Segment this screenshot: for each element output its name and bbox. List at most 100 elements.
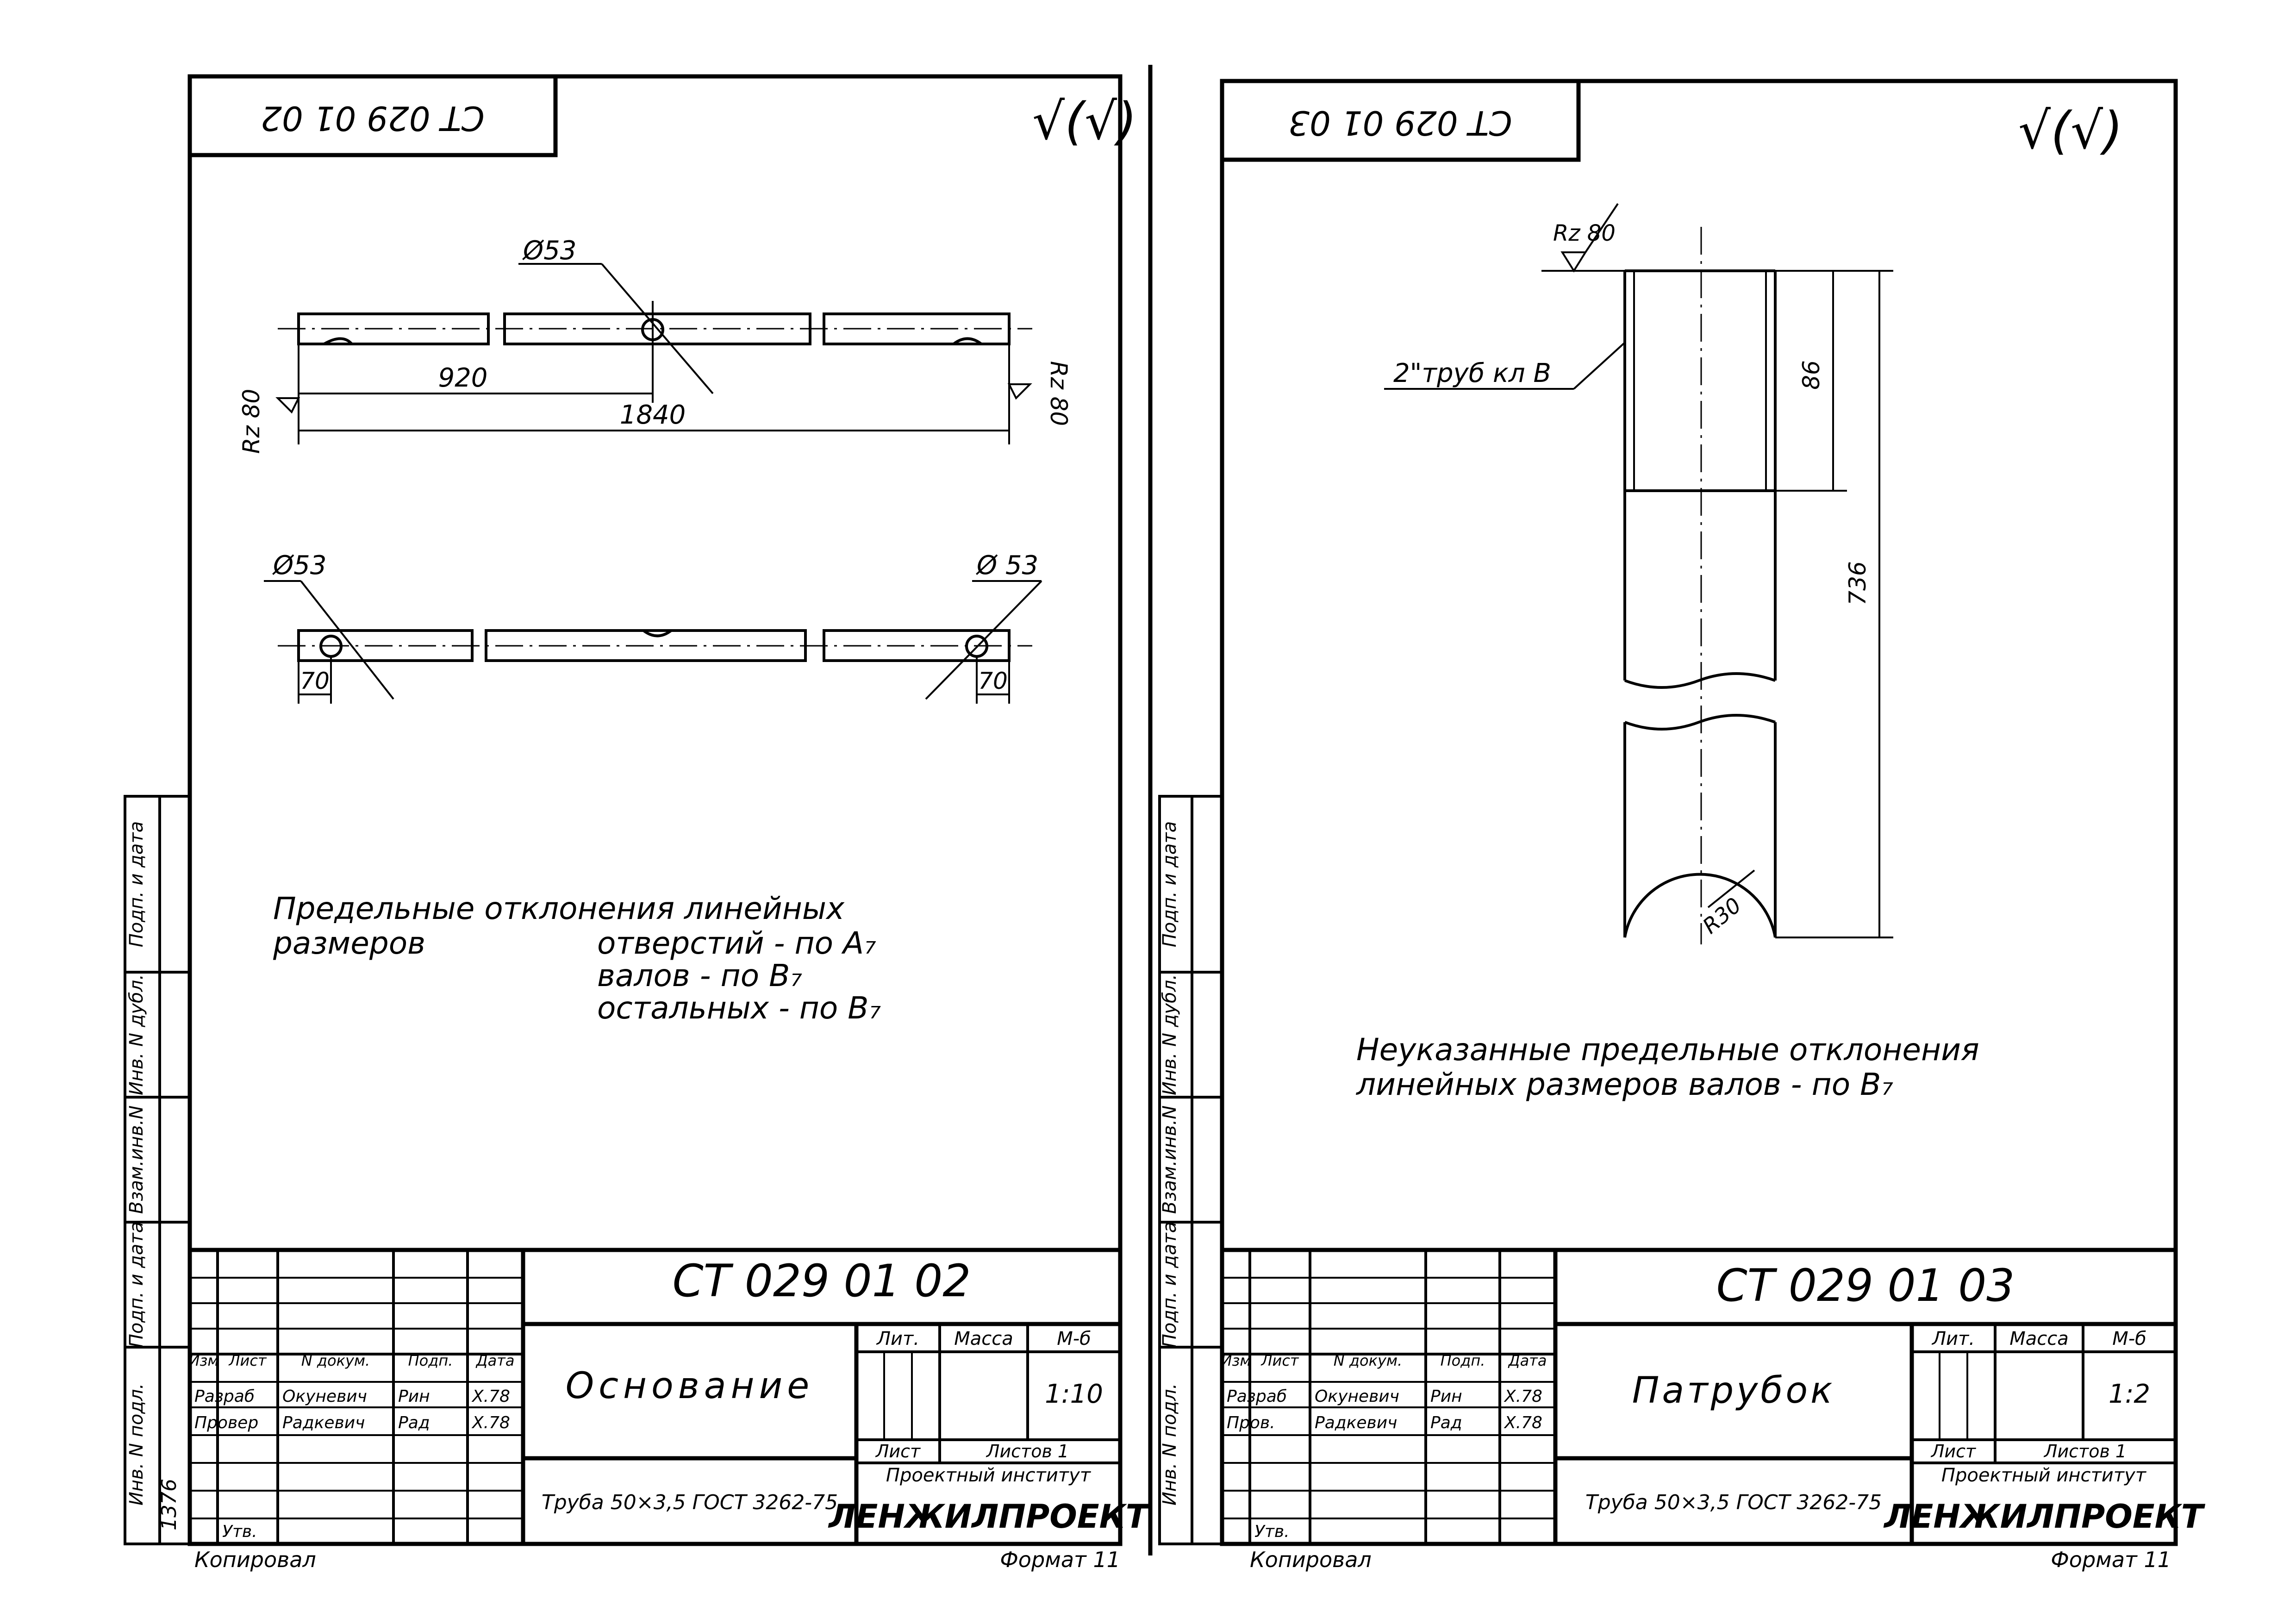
left-stamp-box: [187, 74, 558, 157]
tb-hdr-izm: Изм: [188, 1352, 218, 1369]
r-tb-sheets-label: Листов 1: [2043, 1441, 2127, 1462]
r-tb-sheet-label: Лист: [1930, 1441, 1977, 1462]
rough-left-mark: [275, 397, 300, 414]
r-tb-hdr-izm: Изм: [1221, 1352, 1251, 1369]
r-tb-hdr-date: Дата: [1508, 1352, 1547, 1369]
tb-row2-sign: Рад: [398, 1413, 430, 1432]
r-tb-designation: CT 029 01 03: [1716, 1260, 2015, 1312]
dim-half-length: 920: [438, 363, 488, 393]
tb-sheet-label: Лист: [875, 1441, 921, 1462]
right-footer-copied: Копировал: [1250, 1547, 1372, 1572]
r-tb-row-utv: Утв.: [1254, 1522, 1290, 1541]
right-note-line-1: Неуказанные предельные отклонения: [1356, 1032, 1979, 1068]
rough-top-tail: [1585, 203, 1619, 253]
tb-institute-label: Проектный институт: [886, 1465, 1092, 1486]
dim-offset-left: 70: [300, 668, 330, 694]
left-roughness-general: √(√): [1032, 92, 1137, 151]
rough-top-mark: [1560, 251, 1587, 273]
right-stamp-box: [1220, 79, 1581, 162]
dim-pipe-callout: 2"труб кл В: [1393, 358, 1551, 388]
r-side-label-1: Инв. N подл.: [1159, 1383, 1180, 1505]
tb-sheets-label: Листов 1: [986, 1441, 1069, 1462]
right-title-block: Изм Лист N докум. Подп. Дата Разраб Окун…: [1220, 1248, 2206, 1546]
note-line-4: валов - по В₇: [597, 958, 802, 993]
tb-hdr-date: Дата: [475, 1352, 515, 1369]
rod-top-seg3: [823, 312, 1011, 345]
dim-hole-right: Ø 53: [976, 550, 1038, 581]
tb-row2-date: X.78: [471, 1413, 510, 1432]
rough-right-mark: [1007, 383, 1032, 400]
left-rod-top: Ø53 920 1840 Rz 80 Rz 80: [238, 236, 1072, 454]
dim-full-length: 1840: [620, 400, 686, 430]
tb-hdr-doc: N докум.: [301, 1352, 370, 1369]
tb-lit-label: Лит.: [876, 1328, 919, 1349]
tb-row-utv: Утв.: [222, 1522, 257, 1541]
note-line-3: отверстий - по А₇: [597, 925, 876, 961]
r-tb-row2-role: Пров.: [1227, 1413, 1275, 1432]
r-tb-row2-date: X.78: [1504, 1413, 1542, 1432]
tb-row1-name: Окуневич: [282, 1387, 367, 1406]
side-label-5: Подп. и дата: [126, 821, 147, 947]
left-side-strip: Инв. N подл. Подп. и дата Взам.инв.N Инв…: [124, 795, 191, 1545]
right-footer-format: Формат 11: [2051, 1547, 2171, 1572]
r-side-label-2: Подп. и дата: [1159, 1222, 1180, 1348]
note-line-5: остальных - по В₇: [597, 990, 881, 1026]
dim-hole-top: Ø53: [522, 236, 576, 266]
tb-name: Основание: [566, 1365, 814, 1407]
right-note-line-2: линейных размеров валов - по В₇: [1355, 1067, 1893, 1102]
dim-length-total: 736: [1844, 561, 1871, 605]
left-stamp-code: CT 029 01 02: [261, 99, 485, 137]
left-title-block: Изм Лист N докум. Подп. Дата Разраб Окун…: [187, 1248, 1150, 1546]
rod-top-seg1: [297, 312, 490, 345]
rod-bot-seg1: [297, 629, 474, 662]
r-tb-hdr-list: Лист: [1260, 1352, 1299, 1369]
left-notes: Предельные отклонения линейных размеров …: [273, 891, 881, 1026]
note-line-2: размеров: [273, 925, 425, 961]
rod-bot-hole-left: [319, 635, 343, 658]
tb-frame: [187, 1248, 1123, 1546]
dim-roughness-left: Rz 80: [238, 389, 265, 454]
dim-roughness-top: Rz 80: [1553, 220, 1616, 246]
dim-hole-right-leader: [925, 580, 1042, 700]
tb-row2-name: Радкевич: [282, 1413, 365, 1432]
tb-hdr-sign: Подп.: [408, 1352, 453, 1369]
r-tb-scale-label: М-б: [2112, 1328, 2146, 1349]
rod-bot-hole-right: [965, 635, 988, 658]
left-rod-bottom: Ø53 Ø 53 70 70: [264, 550, 1042, 704]
r-tb-mass-label: Масса: [2009, 1328, 2069, 1349]
right-stamp-code: CT 029 01 03: [1288, 103, 1512, 142]
side-label-1: Инв. N подл.: [126, 1383, 147, 1505]
radius-leader: [1707, 869, 1755, 908]
r-tb-scale: 1:2: [2109, 1379, 2150, 1409]
tb-mass-label: Масса: [954, 1328, 1013, 1349]
tb-material: Труба 50×3,5 ГОСТ 3262-75: [542, 1491, 838, 1514]
right-roughness-general: √(√): [2018, 101, 2123, 160]
r-tb-row1-role: Разраб: [1227, 1387, 1287, 1406]
r-side-label-5: Подп. и дата: [1159, 821, 1180, 947]
left-footer-copied: Копировал: [194, 1547, 316, 1572]
tb-designation: CT 029 01 02: [673, 1255, 971, 1307]
pipe-drawing: R30 Rz 80 2"труб кл В 86 736: [1384, 203, 1893, 944]
dim-hole-left-leader: [300, 580, 394, 700]
left-footer-format: Формат 11: [1000, 1547, 1120, 1572]
r-tb-institute-label: Проектный институт: [1941, 1465, 2147, 1486]
r-tb-row2-name: Радкевич: [1315, 1413, 1397, 1432]
dim-length-short: 86: [1798, 360, 1825, 390]
tb-institute: ЛЕНЖИЛПРОЕКТ: [828, 1498, 1150, 1536]
tb-row1-sign: Рин: [398, 1387, 430, 1406]
rod-top-notch-left: [323, 337, 353, 345]
r-side-label-3: Взам.инв.N: [1159, 1106, 1180, 1214]
r-tb-institute: ЛЕНЖИЛПРОЕКТ: [1883, 1498, 2205, 1536]
tb-row1-role: Разраб: [194, 1387, 255, 1406]
rod-top-seg2: [503, 312, 811, 345]
pipe-break-bottom: [1624, 714, 1776, 731]
r-tb-hdr-doc: N докум.: [1334, 1352, 1402, 1369]
dim-roughness-right: Rz 80: [1045, 361, 1072, 426]
r-tb-name: Патрубок: [1632, 1370, 1835, 1412]
left-sheet: CT 029 01 02 √(√) Ø53 920 1840: [124, 74, 1150, 1572]
rod-bot-seg3: [823, 629, 1011, 662]
r-tb-material: Труба 50×3,5 ГОСТ 3262-75: [1585, 1491, 1882, 1514]
note-line-1: Предельные отклонения линейных: [273, 891, 845, 926]
r-tb-row1-sign: Рин: [1430, 1387, 1462, 1406]
